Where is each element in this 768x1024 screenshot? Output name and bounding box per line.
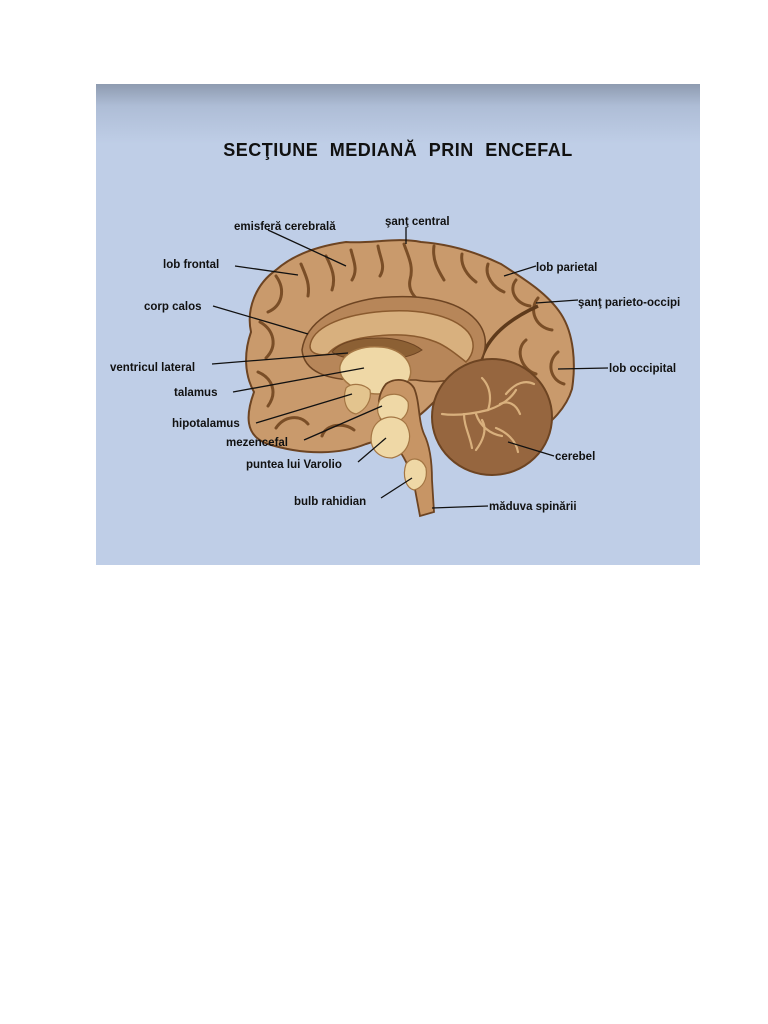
label-sant-central: şanţ central (385, 216, 450, 228)
corpus-callosum (309, 310, 474, 364)
brain-diagram: emisferă cerebrală şanţ central lob fron… (110, 216, 680, 518)
label-lob-frontal: lob frontal (163, 259, 219, 271)
hypothalamus (343, 383, 371, 415)
label-bulb-rahidian: bulb rahidian (294, 496, 366, 508)
label-lob-parietal: lob parietal (536, 262, 597, 274)
label-ventricul-lateral: ventricul lateral (110, 362, 195, 374)
label-cerebel: cerebel (555, 451, 595, 463)
midbrain (377, 393, 409, 425)
label-sant-parieto-occipital: şanţ parieto-occipi (578, 297, 680, 309)
label-emisfera-cerebrala: emisferă cerebrală (234, 221, 336, 233)
diagram-title: SECŢIUNE MEDIANĂ PRIN ENCEFAL (223, 140, 573, 160)
pons (370, 416, 411, 459)
labels: emisferă cerebrală şanţ central lob fron… (110, 216, 680, 513)
label-maduva-spinarii: măduva spinării (489, 501, 577, 513)
medulla (403, 458, 427, 491)
label-lob-occipital: lob occipital (609, 363, 676, 375)
arbor-vitae (440, 376, 536, 454)
label-corp-calos: corp calos (144, 301, 202, 313)
cerebellum (431, 358, 553, 476)
label-talamus: talamus (174, 387, 217, 399)
label-hipotalamus: hipotalamus (172, 418, 240, 430)
diagram-slide: SECŢIUNE MEDIANĂ PRIN ENCEFAL (96, 84, 700, 565)
cortex-sulci (256, 242, 566, 438)
label-mezencefal: mezencefal (226, 437, 288, 449)
label-puntea-lui-varolio: puntea lui Varolio (246, 459, 342, 471)
label-leader-lines (211, 227, 609, 509)
